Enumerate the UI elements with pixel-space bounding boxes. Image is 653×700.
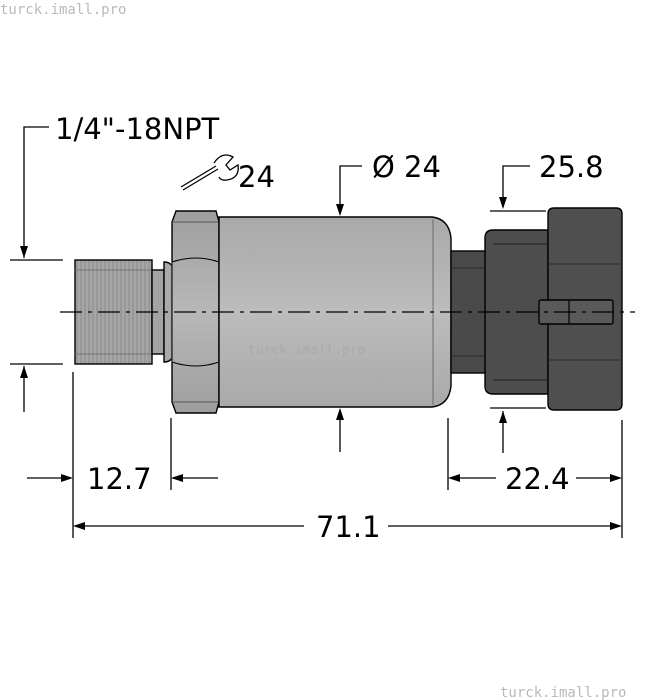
- overall-length-label: 71.1: [316, 510, 381, 544]
- watermark-center: turck.imall.pro: [248, 343, 365, 358]
- watermark-top: turck.imall.pro: [0, 2, 126, 18]
- thread-label: 1/4"-18NPT: [55, 112, 220, 146]
- dim-connector-height: 25.8: [490, 150, 604, 453]
- thread-length-label: 12.7: [87, 462, 152, 496]
- dim-connector-length: 22.4: [448, 462, 622, 496]
- wrench-size-label: 24: [238, 160, 275, 194]
- dim-thread: 1/4"-18NPT: [10, 112, 220, 412]
- electrical-connector: [450, 207, 623, 411]
- connector-length-label: 22.4: [505, 462, 570, 496]
- diameter-label: Ø 24: [372, 150, 441, 184]
- dim-wrench: 24: [180, 154, 275, 194]
- wrench-icon: [180, 154, 239, 191]
- watermark-bottom: turck.imall.pro: [500, 685, 626, 700]
- dim-thread-length: 12.7: [27, 462, 218, 496]
- dim-diameter: Ø 24: [336, 150, 441, 452]
- dim-overall-length: 71.1: [73, 510, 622, 544]
- sensor-body: [60, 207, 635, 414]
- connector-height-label: 25.8: [539, 150, 604, 184]
